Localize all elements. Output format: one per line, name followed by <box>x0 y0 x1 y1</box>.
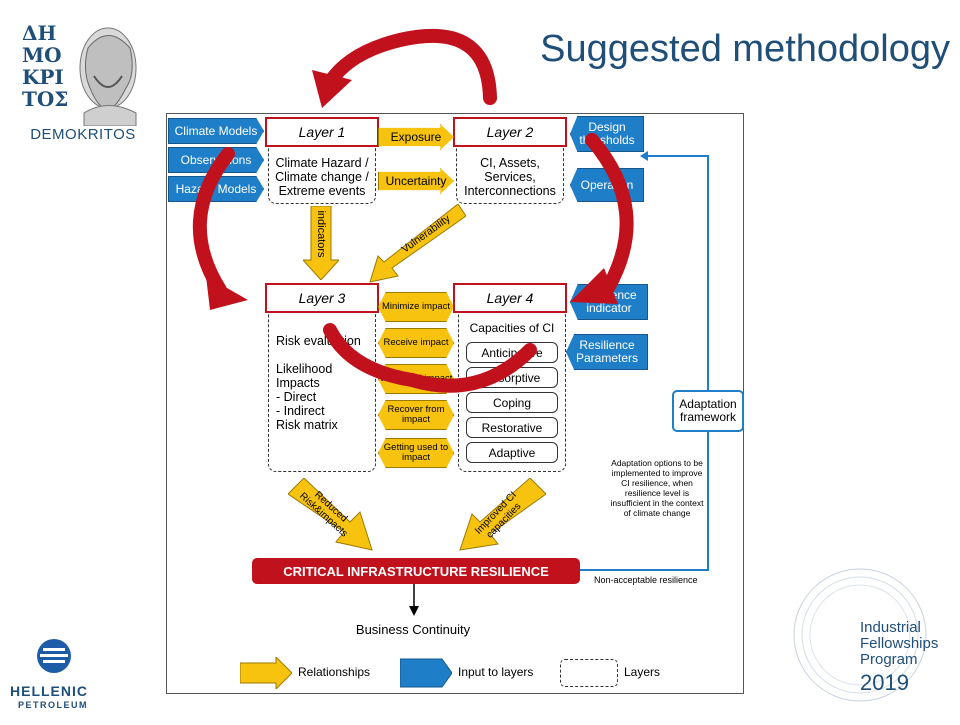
ifp-text: Industrial Fellowships Program <box>860 620 938 668</box>
middle-receive: Receive impact <box>378 328 454 358</box>
layer-1-line: Extreme events <box>278 184 366 198</box>
layer-3-text: Risk evaluation Likelihood Impacts - Dir… <box>276 334 374 432</box>
demokritos-greek-letters: ΔΗ ΜΟ ΚΡΙ ΤΟΣ <box>22 22 68 110</box>
reduced-arrow-shape <box>287 477 373 551</box>
ifp-year: 2019 <box>860 670 909 695</box>
input-hazard-models: Hazard Models <box>168 176 264 202</box>
greek-line: ΜΟ <box>22 43 62 67</box>
demokritos-logo <box>18 18 142 127</box>
layer-1-text: Climate Hazard / Climate change / Extrem… <box>268 156 376 198</box>
improved-arrow-shape <box>459 477 547 551</box>
layer-2-text: CI, Assets, Services, Interconnections <box>456 156 564 198</box>
hellenic-globe-icon <box>37 639 71 673</box>
critical-infrastructure-resilience: CRITICAL INFRASTRUCTURE RESILIENCE <box>252 558 580 584</box>
petroleum-text: PETROLEUM <box>18 700 89 710</box>
layer-3-title: Layer 3 <box>265 283 379 313</box>
layer-3-line: Likelihood <box>276 362 333 376</box>
greek-line: ΔΗ <box>22 21 57 45</box>
layer-3-line: Risk evaluation <box>276 334 361 348</box>
nonacceptable-label: Non-acceptable resilience <box>594 575 698 585</box>
middle-getting-used: Getting used to impact <box>378 438 454 468</box>
improved-arrow <box>454 477 547 554</box>
greek-line: ΤΟΣ <box>22 87 69 111</box>
legend-yellow-arrow <box>239 655 293 691</box>
demokritos-bust-icon <box>79 27 137 127</box>
layer-1-title: Layer 1 <box>265 117 379 147</box>
input-observations: Observations <box>168 147 264 173</box>
adaptation-note: Adaptation options to be implemented to … <box>610 458 704 518</box>
middle-minimize: Minimize impact <box>378 292 454 322</box>
indicators-arrow-shape <box>301 205 341 281</box>
layer-4-heading: Capacities of CI <box>469 321 555 335</box>
business-continuity: Business Continuity <box>355 622 471 637</box>
middle-withstand: Withstand impact <box>378 364 454 394</box>
input-resilience-indicator: Resilience indicator <box>570 284 648 320</box>
indicators-arrow <box>301 205 341 281</box>
layer-2-line: Services, <box>484 170 536 184</box>
page-title: Suggested methodology <box>540 28 950 70</box>
layer-3-line: Risk matrix <box>276 418 338 432</box>
hellenic-logo-icon <box>36 638 72 674</box>
legend-input: Input to layers <box>458 665 534 679</box>
legend-input-icon <box>399 657 453 689</box>
layer-2-line: CI, Assets, <box>480 156 540 170</box>
ifp-rings <box>790 560 930 710</box>
legend-blue-arrow <box>399 658 453 688</box>
adaptation-framework-box: Adaptation framework <box>672 390 744 432</box>
layer-3-line: Impacts <box>276 376 320 390</box>
vulnerability-arrow <box>366 203 467 284</box>
layer-1-line: Climate change / <box>275 170 369 184</box>
capacity-absorptive: Absorptive <box>466 367 558 388</box>
capacity-anticipative: Anticipative <box>466 342 558 363</box>
middle-recover: Recover from impact <box>378 400 454 430</box>
demokritos-name: DEMOKRITOS <box>30 126 136 143</box>
design-thresholds-label: Design thresholds <box>579 120 635 147</box>
legend-relationships-icon <box>239 655 293 691</box>
layer-2-line: Interconnections <box>464 184 556 198</box>
legend-layers-icon <box>560 659 618 687</box>
ifp-rings-icon <box>793 568 927 702</box>
ifp-line: Program <box>860 651 918 668</box>
greek-line: ΚΡΙ <box>22 65 64 89</box>
input-operation: Operation <box>570 168 644 202</box>
capacity-adaptive: Adaptive <box>466 442 558 463</box>
layer-3-spacer <box>276 348 374 362</box>
layer-1-line: Climate Hazard / <box>275 156 369 170</box>
ifp-line: Industrial <box>860 619 921 636</box>
indicators-label: indicators <box>315 210 327 258</box>
input-climate-models: Climate Models <box>168 118 264 144</box>
layer-4-title: Layer 4 <box>453 283 567 313</box>
capacity-restorative: Restorative <box>466 417 558 438</box>
reduced-arrow <box>287 477 378 554</box>
vulnerability-arrow-shape <box>369 203 467 283</box>
legend-layers: Layers <box>624 665 661 679</box>
layer-2-title: Layer 2 <box>453 117 567 147</box>
layer-3-line: - Indirect <box>276 404 325 418</box>
hellenic-text: HELLENIC <box>10 683 88 699</box>
ifp-line: Fellowships <box>860 635 939 652</box>
input-resilience-parameters: Resilience Parameters <box>566 334 648 370</box>
layer-3-line: - Direct <box>276 390 317 404</box>
legend-relationships: Relationships <box>298 665 371 679</box>
capacity-coping: Coping <box>466 392 558 413</box>
input-design-thresholds: Design thresholds <box>570 116 644 152</box>
